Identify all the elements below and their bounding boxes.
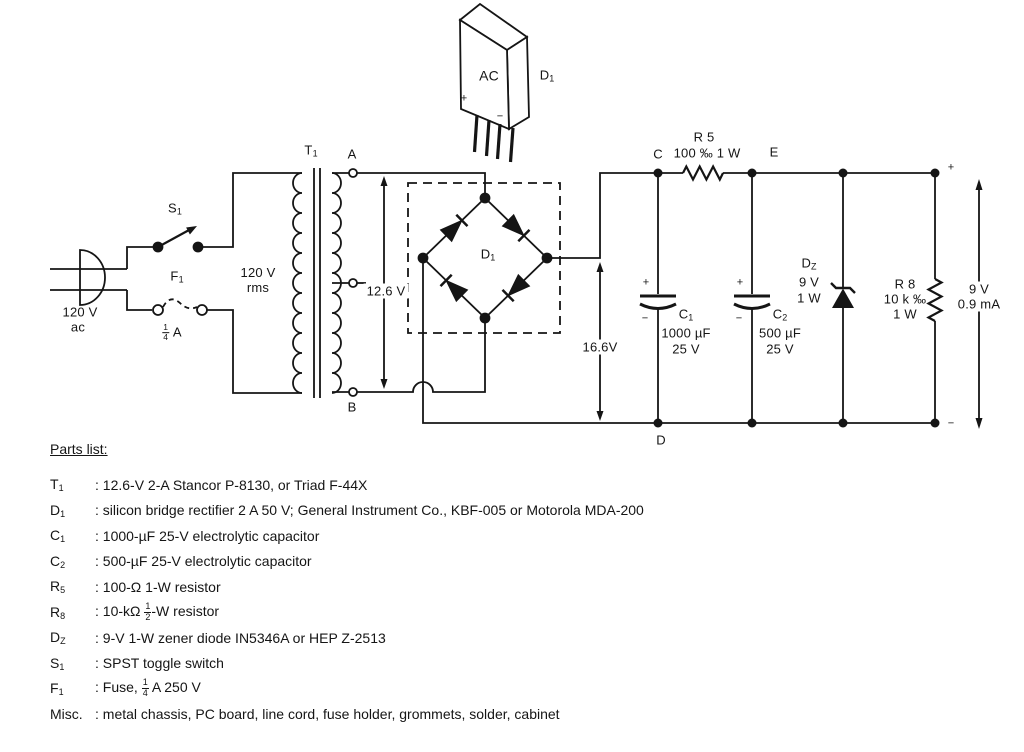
output-plus-label: + [947, 161, 955, 174]
r5-value-label: 100 ‰ 1 W [673, 145, 741, 161]
resistor-r8-icon [926, 173, 944, 423]
parts-list: Parts list: T1 : 12.6-V 2-A Stancor P-81… [50, 441, 1000, 727]
zener-value-label: DZ 9 V 1 W [797, 255, 821, 306]
output-current-label: 0.9 mA [954, 296, 1004, 312]
output-minus-label: − [947, 417, 955, 430]
zener-diode-icon [830, 173, 856, 423]
c2-plus-label: + [736, 276, 744, 289]
parts-list-row: Misc. : metal chassis, PC board, line co… [50, 702, 1000, 728]
parts-list-row: R5 : 100-Ω 1-W resistor [50, 574, 1000, 600]
part-desc: : metal chassis, PC board, line cord, fu… [95, 706, 560, 723]
c2-value-label: C2 500 µF 25 V [759, 306, 801, 357]
terminal-b-label: B [347, 399, 357, 415]
ac-plug-icon [50, 249, 127, 306]
spst-switch-icon [152, 226, 204, 253]
resistor-r5-icon [682, 164, 724, 182]
wire-a-to-bridge [357, 172, 486, 194]
capacitor-c1-icon [639, 173, 677, 423]
parts-list-title: Parts list: [50, 441, 108, 457]
r5-ref-label: R 5 [693, 129, 715, 145]
parts-list-row: T1 : 12.6-V 2-A Stancor P-8130, or Triad… [50, 472, 1000, 498]
part-ref: C2 [50, 552, 66, 570]
fuse-ref-label: F1 [170, 268, 184, 285]
part-ref: S1 [50, 654, 65, 672]
wire-plug-to-switch [126, 246, 154, 269]
part-desc: : 1000-µF 25-V electrolytic capacitor [95, 527, 320, 544]
wire-b-to-bridge [357, 318, 486, 393]
package-ac-label: AC [479, 67, 499, 84]
c1-value-label: C1 1000 µF 25 V [661, 306, 711, 357]
diode-icon [507, 273, 531, 297]
part-ref: D1 [50, 501, 66, 519]
parts-list-row: D1 : silicon bridge rectifier 2 A 50 V; … [50, 498, 1000, 524]
parts-list-row: C1 : 1000-µF 25-V electrolytic capacitor [50, 523, 1000, 549]
wire-fuse-to-primary [207, 309, 302, 394]
c2-minus-label: − [735, 312, 743, 325]
package-minus-label: − [496, 110, 504, 123]
part-desc: : 500-µF 25-V electrolytic capacitor [95, 553, 312, 570]
primary-winding [292, 172, 303, 394]
part-ref: DZ [50, 629, 66, 647]
wire-bottom-rail [422, 258, 935, 424]
output-voltage-label: 9 V [965, 281, 993, 297]
wire-bridge-plus-to-rail [547, 172, 683, 259]
diode-icon [445, 279, 469, 303]
package-ref-label: D1 [539, 67, 555, 84]
parts-list-row: S1 : SPST toggle switch [50, 651, 1000, 677]
bridge-ref-label: D1 [480, 246, 496, 263]
secondary-voltage-arrow [380, 176, 388, 389]
node-d-label: D [656, 432, 666, 448]
part-ref: R8 [50, 603, 66, 621]
parts-list-row: DZ : 9-V 1-W zener diode IN5346A or HEP … [50, 625, 1000, 651]
secondary-voltage-label: 12.6 V [363, 283, 409, 299]
part-desc: : 100-Ω 1-W resistor [95, 578, 221, 595]
part-desc: : SPST toggle switch [95, 655, 224, 672]
part-ref: R5 [50, 578, 66, 596]
part-desc: : silicon bridge rectifier 2 A 50 V; Gen… [95, 502, 644, 519]
package-plus-label: + [460, 92, 468, 105]
part-desc: : 12.6-V 2-A Stancor P-8130, or Triad F-… [95, 476, 368, 493]
terminal-b-circle [348, 387, 358, 397]
fuse-icon [152, 298, 208, 316]
part-ref: Misc. [50, 705, 83, 722]
part-ref: T1 [50, 476, 64, 494]
wire-plug-to-fuse [126, 290, 152, 311]
part-ref: F1 [50, 680, 64, 698]
rail-nodes [653, 168, 940, 428]
node-c-label: C [653, 146, 663, 162]
transformer-ref-label: T1 [304, 142, 318, 159]
dc-voltage-label: 16.6V [579, 339, 621, 355]
bridge-package-3d-icon [458, 2, 530, 163]
c1-plus-label: + [642, 276, 650, 289]
wire-switch-to-primary [202, 172, 302, 248]
terminal-a-circle [348, 168, 358, 178]
diode-icon [501, 213, 525, 237]
diode-icon [439, 219, 463, 243]
terminal-a-label: A [347, 146, 357, 162]
capacitor-c2-icon [733, 173, 771, 423]
part-ref: C1 [50, 527, 66, 545]
center-tap-circle [348, 278, 358, 288]
switch-ref-label: S1 [168, 200, 182, 217]
c1-minus-label: − [641, 312, 649, 325]
package-pins [472, 114, 515, 163]
part-desc: : 9-V 1-W zener diode IN5346A or HEP Z-2… [95, 629, 386, 646]
node-e-label: E [769, 144, 779, 160]
input-voltage-label: 120 V [62, 304, 98, 320]
parts-list-row: C2 : 500-µF 25-V electrolytic capacitor [50, 549, 1000, 575]
r8-value-label: R 8 10 k ‰ 1 W [883, 276, 927, 322]
input-type-label: ac [70, 319, 86, 335]
